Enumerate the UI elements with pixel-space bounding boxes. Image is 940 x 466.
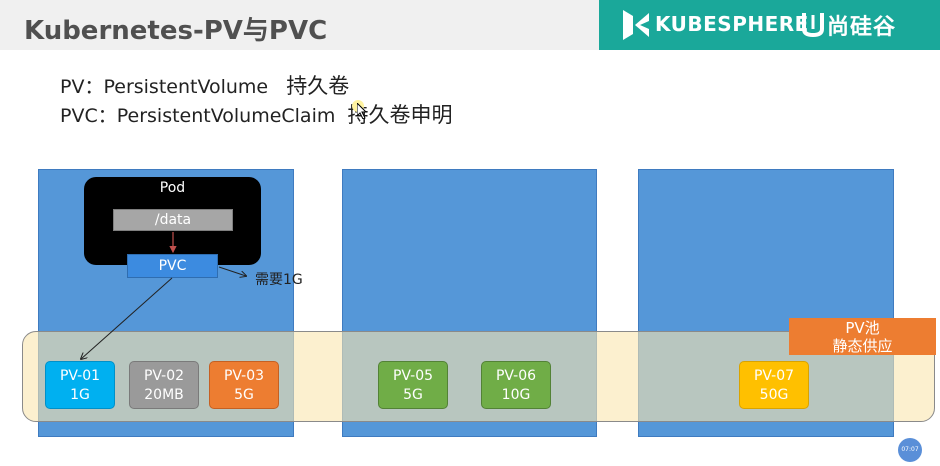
definition-zh: 持久卷申明: [347, 103, 453, 127]
mouse-cursor-icon: [357, 103, 367, 119]
atguigu-logo-icon: [802, 13, 824, 37]
brand-kubesphere: KUBESPHERE: [655, 12, 809, 36]
pv-name: PV-07: [753, 368, 795, 384]
page-indicator: 07:07: [898, 438, 922, 462]
definition-zh: 持久卷: [286, 74, 350, 98]
pool-label-title: PV池: [845, 319, 880, 337]
brand-banner: KUBESPHERE 尚硅谷: [599, 0, 940, 50]
pv-size: 1G: [70, 387, 90, 403]
pv-size: 20MB: [144, 387, 184, 403]
page-title: Kubernetes-PV与PVC: [24, 16, 328, 46]
pv-size: 10G: [501, 387, 531, 403]
request-note: 需要1G: [255, 272, 303, 288]
definition-pv: PV：PersistentVolume 持久卷: [60, 70, 349, 100]
definition-full: PersistentVolume: [103, 76, 269, 98]
header-bar: Kubernetes-PV与PVC KUBESPHERE 尚硅谷: [0, 0, 940, 50]
pv-name: PV-05: [392, 368, 434, 384]
pv-size: 5G: [403, 387, 423, 403]
kubesphere-logo-icon: [623, 10, 649, 40]
pv-card: PV-02 20MB: [129, 361, 199, 409]
mount-path: /data: [113, 209, 233, 231]
pv-card: PV-03 5G: [209, 361, 279, 409]
pv-card: PV-06 10G: [481, 361, 551, 409]
pv-card: PV-01 1G: [45, 361, 115, 409]
pv-name: PV-02: [143, 368, 185, 384]
pv-card: PV-05 5G: [378, 361, 448, 409]
definition-abbr: PVC：: [60, 105, 117, 127]
pv-size: 50G: [759, 387, 789, 403]
pv-pool-label: PV池 静态供应: [789, 318, 936, 355]
definition-pvc: PVC：PersistentVolumeClaim 持久卷申明: [60, 99, 452, 129]
pv-size: 5G: [234, 387, 254, 403]
pv-name: PV-03: [223, 368, 265, 384]
pv-name: PV-06: [495, 368, 537, 384]
pvc-box: PVC: [127, 254, 218, 278]
definition-abbr: PV：: [60, 76, 104, 98]
pod-label: Pod: [159, 180, 186, 196]
definition-full: PersistentVolumeClaim: [116, 105, 336, 127]
pool-label-subtitle: 静态供应: [832, 337, 893, 355]
pv-name: PV-01: [59, 368, 101, 384]
brand-atguigu: 尚硅谷: [827, 15, 897, 40]
pv-card: PV-07 50G: [739, 361, 809, 409]
